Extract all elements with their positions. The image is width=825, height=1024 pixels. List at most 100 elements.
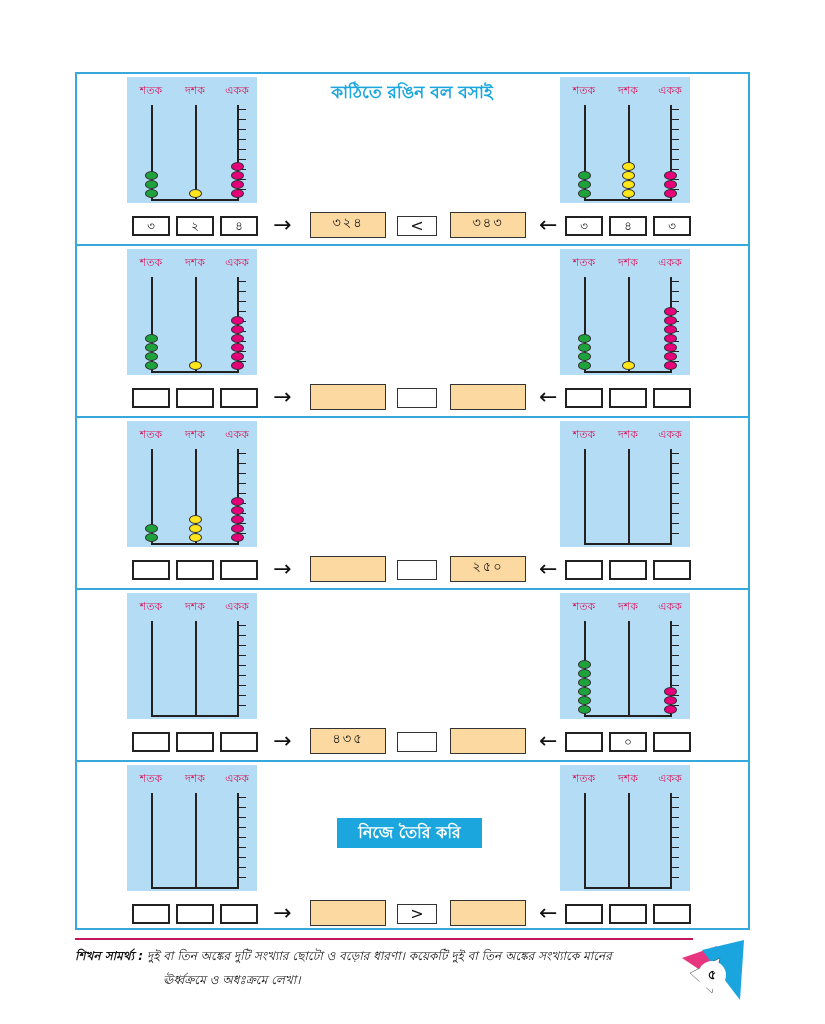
abacus-bead — [578, 660, 591, 669]
right-digit-box[interactable] — [565, 560, 603, 580]
abacus-bead — [578, 180, 591, 189]
abacus-tick — [672, 463, 679, 464]
right-digit-box[interactable] — [609, 388, 647, 408]
right-digit-box[interactable]: ৪ — [609, 216, 647, 236]
abacus-base — [584, 543, 672, 545]
abacus-bead — [578, 705, 591, 714]
left-digit-box[interactable] — [132, 560, 170, 580]
compare-box[interactable]: < — [397, 216, 437, 236]
abacus-label: শতক — [572, 84, 596, 97]
abacus-tick — [239, 817, 246, 818]
abacus-bead — [231, 325, 244, 334]
abacus-tick — [239, 473, 246, 474]
right-digit-box[interactable] — [653, 732, 691, 752]
abacus-rod — [151, 793, 153, 887]
abacus-tick — [239, 159, 246, 160]
abacus-rod — [151, 621, 153, 715]
left-result-box[interactable]: ৩২৪ — [310, 212, 386, 238]
left-digit-box[interactable] — [132, 904, 170, 924]
left-digit-box[interactable] — [132, 732, 170, 752]
abacus-tick — [672, 625, 679, 626]
abacus-tick — [672, 109, 679, 110]
right-result-box[interactable] — [450, 384, 526, 410]
abacus-tick — [239, 513, 246, 514]
left-result-box[interactable] — [310, 384, 386, 410]
abacus-tick — [239, 685, 246, 686]
abacus-rod — [237, 105, 239, 199]
left-digit-box[interactable] — [220, 560, 258, 580]
right-digit-box[interactable] — [653, 904, 691, 924]
right-digit-box[interactable] — [565, 388, 603, 408]
left-digit-box[interactable]: ৩ — [132, 216, 170, 236]
left-result-box[interactable] — [310, 900, 386, 926]
left-result-box[interactable] — [310, 556, 386, 582]
left-digit-box[interactable]: ২ — [176, 216, 214, 236]
abacus-bead — [145, 533, 158, 542]
right-arrow-icon: → — [273, 213, 292, 238]
abacus-rod — [670, 449, 672, 543]
abacus-tick — [239, 189, 246, 190]
right-digit-box[interactable]: ০ — [609, 732, 647, 752]
abacus-bead — [145, 524, 158, 533]
abacus-tick — [672, 797, 679, 798]
right-digit-box[interactable] — [565, 732, 603, 752]
abacus-tick — [672, 179, 679, 180]
abacus-bead — [145, 352, 158, 361]
right-result-box[interactable] — [450, 728, 526, 754]
left-digit-box[interactable] — [176, 388, 214, 408]
right-digit-box[interactable]: ৩ — [653, 216, 691, 236]
abacus-tick — [672, 301, 679, 302]
right-digit-box[interactable] — [609, 560, 647, 580]
abacus-tick — [239, 867, 246, 868]
abacus-tick — [239, 665, 246, 666]
left-digit-box[interactable]: ৪ — [220, 216, 258, 236]
left-digit-box[interactable] — [176, 560, 214, 580]
right-digit-box[interactable] — [653, 560, 691, 580]
abacus-bead — [578, 687, 591, 696]
abacus-bead — [231, 533, 244, 542]
abacus-rod — [584, 105, 586, 199]
right-result-box[interactable]: ২৫০ — [450, 556, 526, 582]
right-digit-box[interactable] — [565, 904, 603, 924]
right-result-box[interactable]: ৩৪৩ — [450, 212, 526, 238]
abacus-label: শতক — [572, 772, 596, 785]
left-digit-box[interactable] — [220, 732, 258, 752]
left-digit-box[interactable] — [220, 904, 258, 924]
abacus-tick — [239, 139, 246, 140]
left-digit-box[interactable] — [220, 388, 258, 408]
abacus-bead — [145, 361, 158, 370]
learning-outcome-line2: ঊর্ধ্বক্রমে ও অধঃক্রমে লেখা। — [163, 973, 301, 987]
left-result-box[interactable]: ৪৩৫ — [310, 728, 386, 754]
abacus-rod — [195, 277, 197, 371]
abacus-tick — [672, 685, 679, 686]
compare-box[interactable] — [397, 732, 437, 752]
abacus-rod — [237, 621, 239, 715]
learning-outcome-label: শিখন সামর্থ্য : — [75, 949, 144, 963]
abacus-base — [151, 543, 239, 545]
left-digit-box[interactable] — [176, 904, 214, 924]
right-result-box[interactable] — [450, 900, 526, 926]
compare-box[interactable] — [397, 560, 437, 580]
abacus-bead — [189, 361, 202, 370]
left-digit-box[interactable] — [132, 388, 170, 408]
right-digit-box[interactable]: ৩ — [565, 216, 603, 236]
abacus-rod — [628, 277, 630, 371]
abacus-tick — [672, 635, 679, 636]
abacus-label: একক — [225, 84, 249, 97]
abacus-bead — [231, 506, 244, 515]
abacus-rod — [584, 793, 586, 887]
compare-box[interactable]: > — [397, 904, 437, 924]
compare-box[interactable] — [397, 388, 437, 408]
right-digit-box[interactable] — [609, 904, 647, 924]
right-digit-box[interactable] — [653, 388, 691, 408]
abacus-tick — [239, 705, 246, 706]
abacus-label: শতক — [572, 256, 596, 269]
left-digit-box[interactable] — [176, 732, 214, 752]
abacus-tick — [672, 705, 679, 706]
row-divider — [75, 244, 750, 246]
